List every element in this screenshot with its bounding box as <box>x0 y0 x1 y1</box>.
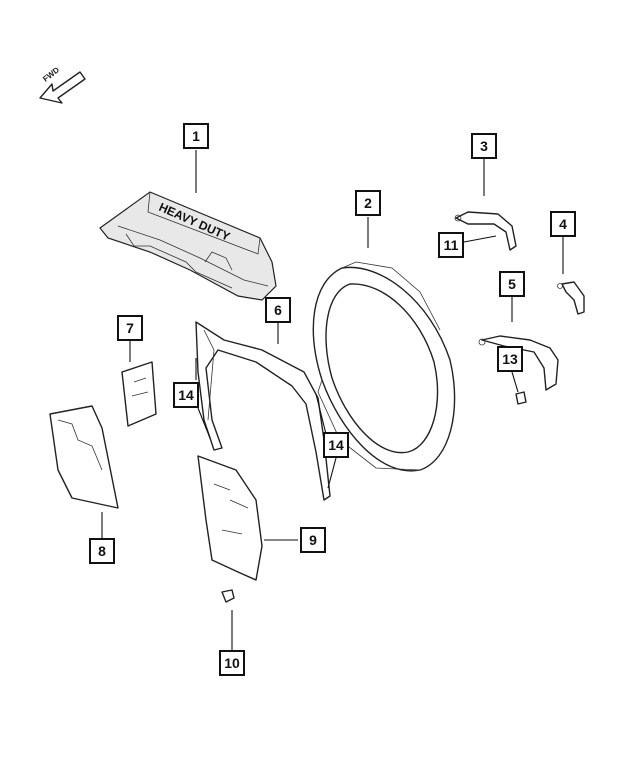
callout-5: 5 <box>499 271 525 297</box>
leader-14a2 <box>197 407 211 439</box>
part-8-seal-panel <box>49 405 119 509</box>
callout-14-left: 14 <box>173 382 199 408</box>
callout-7: 7 <box>117 315 143 341</box>
part-3-bracket <box>454 211 517 251</box>
callout-9: 9 <box>300 527 326 553</box>
callout-2: 2 <box>355 190 381 216</box>
callout-3: 3 <box>471 133 497 159</box>
callout-14-right: 14 <box>323 432 349 458</box>
leader-11 <box>463 235 497 243</box>
callout-4: 4 <box>550 211 576 237</box>
part-9-lower-panel <box>197 455 263 581</box>
part-1-upper-shroud: HEAVY DUTY <box>99 191 277 301</box>
part-13-nut <box>515 391 527 405</box>
leader-14b <box>327 457 337 489</box>
leader-13 <box>511 371 519 393</box>
callout-11: 11 <box>438 232 464 258</box>
part-5-bracket <box>478 335 559 405</box>
part-7-panel <box>121 361 157 427</box>
callout-6: 6 <box>265 297 291 323</box>
part-6-side-shroud <box>195 321 331 501</box>
leader-14b2 <box>315 393 327 435</box>
callout-1: 1 <box>183 123 209 149</box>
part-10-push-pin <box>221 589 235 603</box>
forward-arrow-icon <box>39 71 86 104</box>
callout-13: 13 <box>497 346 523 372</box>
part-4-clip <box>557 281 585 315</box>
callout-10: 10 <box>219 650 245 676</box>
callout-8: 8 <box>89 538 115 564</box>
